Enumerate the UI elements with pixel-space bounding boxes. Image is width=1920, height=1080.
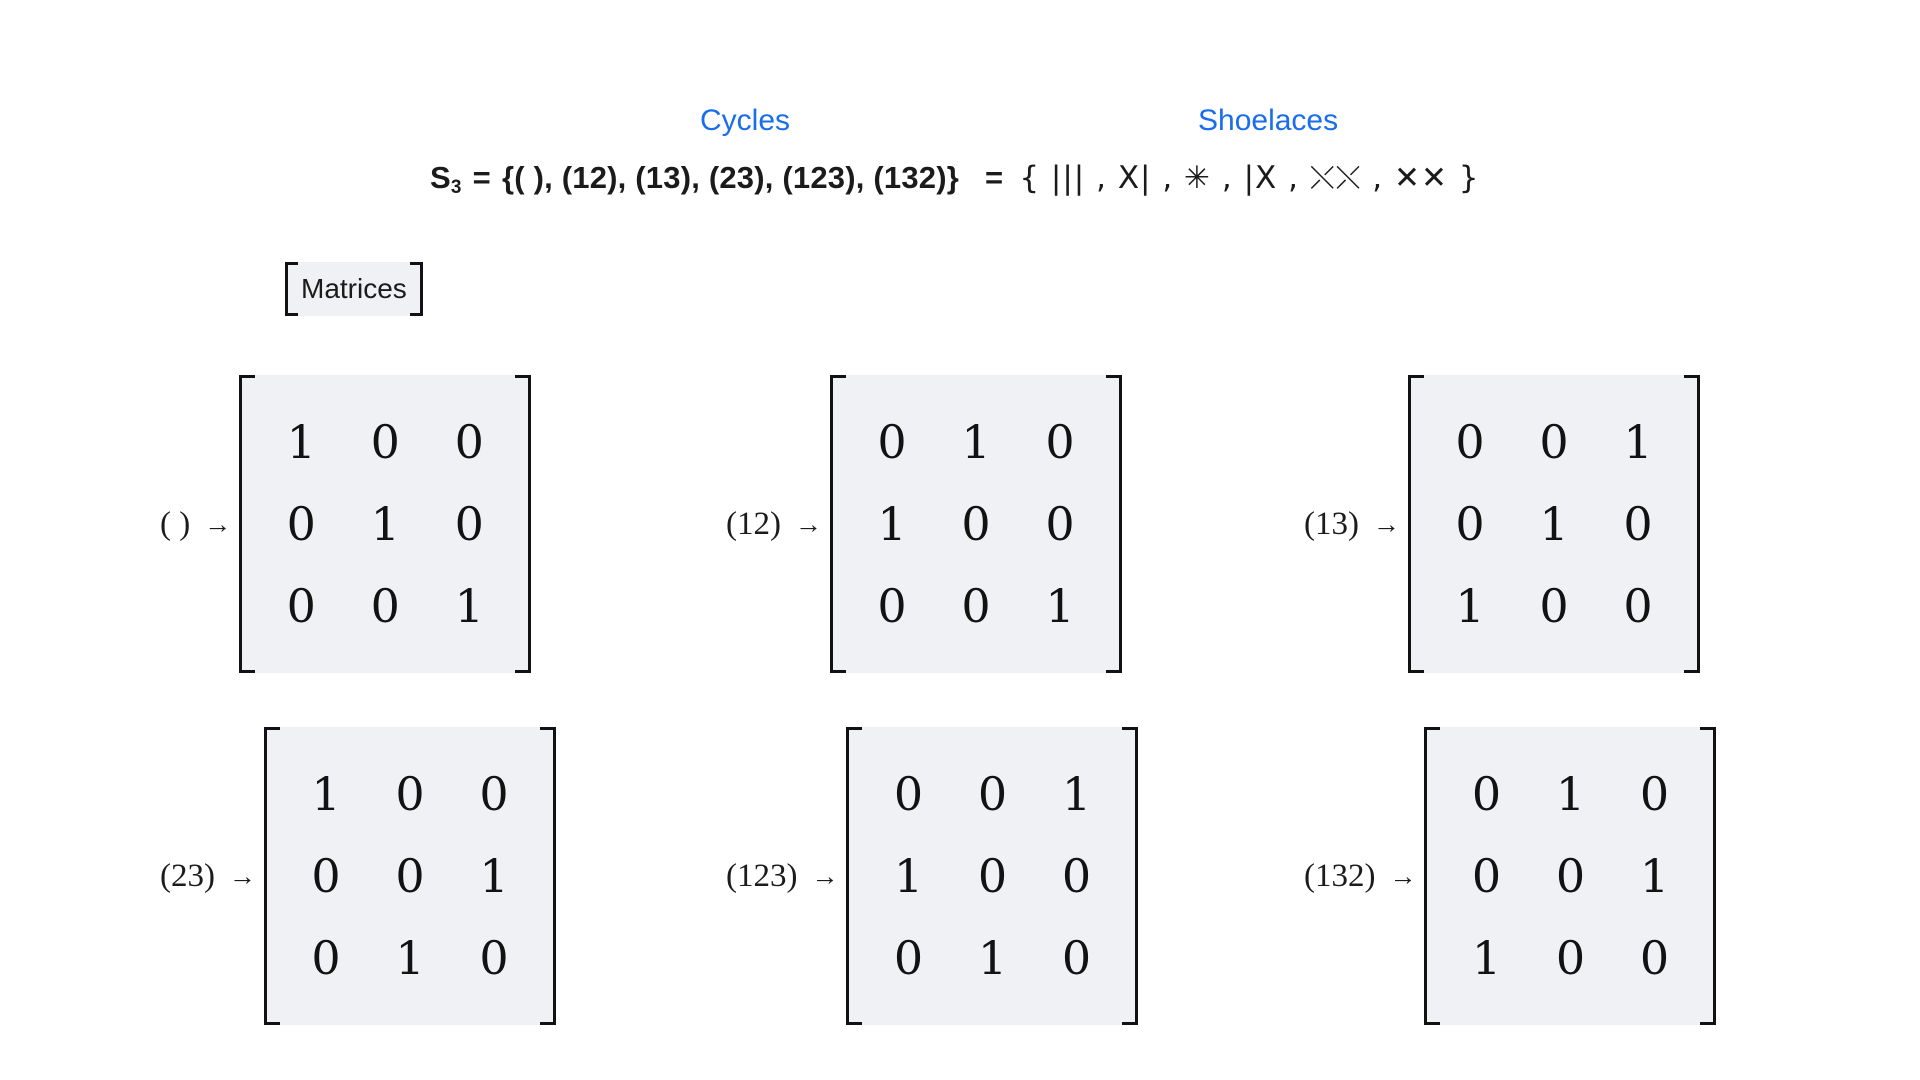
matrix-block-123: (123) → 0 0 1 1 0 0 0 1 0 <box>588 700 1176 1052</box>
permutation-matrix: 0 0 1 0 1 0 1 0 0 <box>1407 375 1700 673</box>
matrix-entry: 1 <box>1061 767 1092 821</box>
permutation-label: (123) <box>726 857 798 894</box>
permutation-matrix: 1 0 0 0 1 0 0 0 1 <box>239 375 532 673</box>
matrix-block-identity: ( ) → 1 0 0 0 1 0 0 0 1 <box>0 348 588 700</box>
matrix-entry: 1 <box>977 931 1008 985</box>
group-symbol: S <box>430 160 451 195</box>
matrix-entry: 1 <box>370 497 400 551</box>
permutation-label: (13) <box>1304 505 1359 542</box>
equals-sign-1: = <box>472 160 491 195</box>
matrix-entry: 0 <box>370 579 400 633</box>
matrix-entry: 0 <box>893 931 924 985</box>
arrow-icon: → <box>1372 508 1400 539</box>
permutation-matrix: 1 0 0 0 0 1 0 1 0 <box>263 727 556 1025</box>
matrix-entry: 0 <box>877 579 907 633</box>
shoelaces-set: { ||| , X| , ✳ , |X , ⤬⤬ , ✕✕ } <box>1019 160 1480 196</box>
matrix-entry: 1 <box>311 767 341 821</box>
matrix-entry: 0 <box>1555 931 1586 985</box>
matrix-entry: 0 <box>1639 931 1670 985</box>
matrix-block-132: (132) → 0 1 0 0 0 1 1 0 0 <box>1176 700 1920 1052</box>
arrow-icon: → <box>204 508 232 539</box>
matrix-block-12: (12) → 0 1 0 1 0 0 0 0 1 <box>588 348 1176 700</box>
matrix-entry: 1 <box>877 497 907 551</box>
matrix-entry: 0 <box>961 579 991 633</box>
arrow-icon: → <box>811 860 839 891</box>
matrix-entry: 1 <box>395 931 425 985</box>
group-subscript: 3 <box>450 177 462 198</box>
matrix-entry: 0 <box>1623 579 1653 633</box>
matrix-entry: 1 <box>1455 579 1485 633</box>
permutation-label: (132) <box>1304 857 1376 894</box>
matrices-label: Matrices <box>285 262 423 316</box>
matrix-entry: 0 <box>1455 415 1485 469</box>
matrix-entry: 1 <box>1471 931 1502 985</box>
matrix-entry: 0 <box>370 415 400 469</box>
matrix-row: ( ) → 1 0 0 0 1 0 0 0 1 (12) → <box>0 348 1920 700</box>
matrix-entry: 0 <box>1061 849 1092 903</box>
matrix-block-23: (23) → 1 0 0 0 0 1 0 1 0 <box>0 700 588 1052</box>
matrix-entry: 0 <box>1539 415 1569 469</box>
matrix-entry: 0 <box>1471 849 1502 903</box>
cycles-set: {( ), (12), (13), (23), (123), (132)} <box>501 160 960 195</box>
matrix-row: (23) → 1 0 0 0 0 1 0 1 0 (123) → <box>0 700 1920 1052</box>
matrix-entry: 0 <box>1045 497 1075 551</box>
matrix-entry: 0 <box>1061 931 1092 985</box>
permutation-matrix: 0 0 1 1 0 0 0 1 0 <box>846 727 1139 1025</box>
matrix-entry: 1 <box>893 849 924 903</box>
matrix-entry: 1 <box>1555 767 1586 821</box>
matrix-entry: 0 <box>286 497 316 551</box>
permutation-matrix: 0 1 0 0 0 1 1 0 0 <box>1424 727 1717 1025</box>
equals-sign-2: = <box>985 160 1004 195</box>
permutation-label: (12) <box>726 505 781 542</box>
matrix-entry: 1 <box>479 849 509 903</box>
matrix-entry: 0 <box>311 849 341 903</box>
matrix-entry: 1 <box>1539 497 1569 551</box>
cycles-heading: Cycles <box>700 104 791 137</box>
matrix-entry: 1 <box>1639 849 1670 903</box>
matrix-entry: 0 <box>1045 415 1075 469</box>
matrix-entry: 0 <box>877 415 907 469</box>
matrix-entry: 0 <box>479 931 509 985</box>
arrow-icon: → <box>1389 860 1417 891</box>
matrix-entry: 0 <box>395 767 425 821</box>
matrix-entry: 0 <box>1471 767 1502 821</box>
permutation-label: (23) <box>160 857 215 894</box>
matrix-entry: 0 <box>395 849 425 903</box>
permutation-label: ( ) <box>160 505 191 542</box>
matrix-entry: 0 <box>454 497 484 551</box>
matrix-entry: 0 <box>479 767 509 821</box>
matrix-entry: 0 <box>961 497 991 551</box>
matrix-entry: 0 <box>454 415 484 469</box>
matrix-entry: 1 <box>286 415 316 469</box>
matrix-entry: 0 <box>1455 497 1485 551</box>
matrix-entry: 0 <box>893 767 924 821</box>
matrix-entry: 1 <box>1623 415 1653 469</box>
shoelaces-heading: Shoelaces <box>1198 104 1339 137</box>
matrix-entry: 0 <box>1639 767 1670 821</box>
matrix-entry: 0 <box>977 767 1008 821</box>
matrix-block-13: (13) → 0 0 1 0 1 0 1 0 0 <box>1176 348 1920 700</box>
matrices-label-text: Matrices <box>301 273 407 304</box>
matrix-entry: 1 <box>961 415 991 469</box>
matrix-entry: 0 <box>286 579 316 633</box>
matrix-entry: 1 <box>454 579 484 633</box>
matrix-entry: 0 <box>1555 849 1586 903</box>
matrix-entry: 0 <box>1539 579 1569 633</box>
matrix-entry: 1 <box>1045 579 1075 633</box>
matrix-grid: ( ) → 1 0 0 0 1 0 0 0 1 (12) → <box>0 348 1920 1052</box>
permutation-matrix: 0 1 0 1 0 0 0 0 1 <box>829 375 1122 673</box>
matrix-entry: 0 <box>977 849 1008 903</box>
matrix-entry: 0 <box>1623 497 1653 551</box>
matrix-entry: 0 <box>311 931 341 985</box>
arrow-icon: → <box>794 508 822 539</box>
arrow-icon: → <box>228 860 256 891</box>
